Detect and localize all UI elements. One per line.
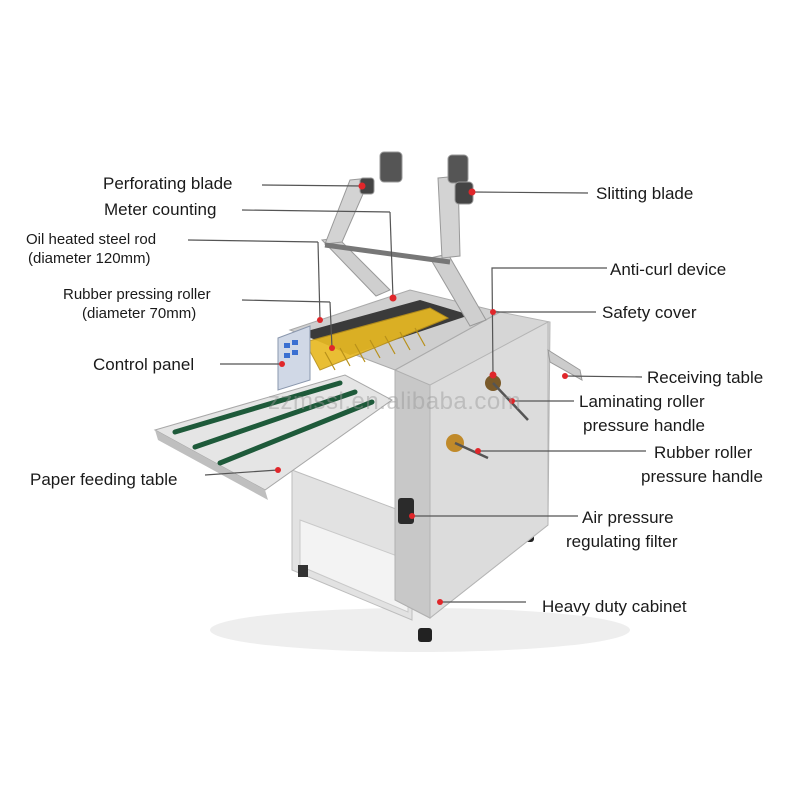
leader-lines xyxy=(187,184,646,603)
label-laminating-roller: Laminating roller xyxy=(579,392,705,411)
label-slitting-blade: Slitting blade xyxy=(596,184,694,203)
top-body xyxy=(288,289,502,371)
marker-dots xyxy=(275,182,568,605)
label-safety-cover: Safety cover xyxy=(602,303,697,322)
label-control-panel: Control panel xyxy=(93,355,195,374)
label-heavy-duty-cabinet: Heavy duty cabinet xyxy=(542,597,687,616)
receiving-table-shape xyxy=(547,348,583,381)
cabinet xyxy=(291,469,534,642)
label-rubber-pressure-handle: pressure handle xyxy=(641,467,763,486)
label-oil-heated-rod-diameter: (diameter 120mm) xyxy=(28,250,151,267)
label-rubber-pressing-roller-diameter: (diameter 70mm) xyxy=(82,305,197,322)
label-anti-curl-device: Anti-curl device xyxy=(610,260,727,279)
right-housing xyxy=(394,311,551,620)
label-laminating-pressure-handle: pressure handle xyxy=(583,416,705,435)
label-regulating-filter: regulating filter xyxy=(566,532,678,551)
paper-feeding-table-shape xyxy=(153,374,393,500)
label-meter-counting: Meter counting xyxy=(104,200,217,219)
heater-cover xyxy=(304,307,450,371)
label-receiving-table: Receiving table xyxy=(647,368,764,387)
label-oil-heated-rod: Oil heated steel rod xyxy=(26,231,157,248)
label-paper-feeding-table: Paper feeding table xyxy=(30,470,178,489)
label-rubber-pressing-roller: Rubber pressing roller xyxy=(63,286,211,303)
control-panel-shape xyxy=(277,325,311,391)
label-air-pressure: Air pressure xyxy=(582,508,674,527)
handles xyxy=(398,375,529,524)
unwind-arms xyxy=(320,151,487,327)
label-perforating-blade: Perforating blade xyxy=(103,174,233,193)
label-rubber-roller: Rubber roller xyxy=(654,443,753,462)
watermark: zzmssl.en.alibaba.com xyxy=(268,388,522,415)
